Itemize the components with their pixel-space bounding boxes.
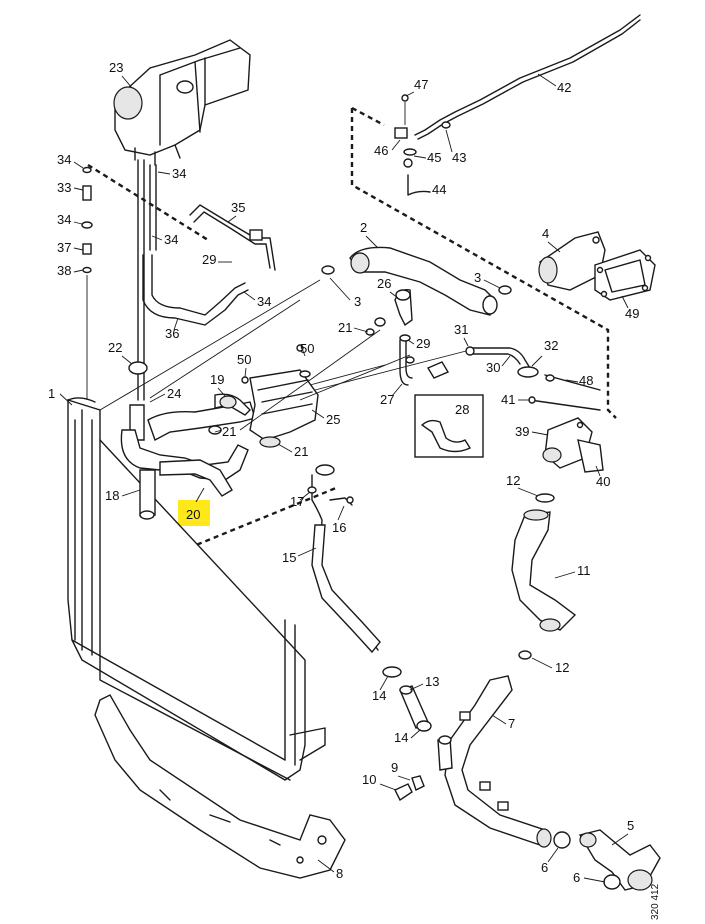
label-21-right: 21 xyxy=(338,320,352,335)
label-8: 8 xyxy=(336,866,343,881)
label-1: 1 xyxy=(48,386,55,401)
label-20: 20 xyxy=(186,507,200,522)
label-43: 43 xyxy=(452,150,466,165)
label-13: 13 xyxy=(425,674,439,689)
central-hoses xyxy=(120,344,319,520)
label-34-c: 34 xyxy=(172,166,186,181)
label-34-b: 34 xyxy=(57,212,71,227)
label-47: 47 xyxy=(414,77,428,92)
outlet-housing xyxy=(542,417,604,473)
label-42: 42 xyxy=(557,80,571,95)
label-50-left: 50 xyxy=(237,352,251,367)
highlight-box-20 xyxy=(178,500,210,526)
label-4: 4 xyxy=(542,226,549,241)
pipe-7 xyxy=(437,675,552,848)
label-3-right: 3 xyxy=(474,270,481,285)
fastener-column xyxy=(81,166,93,400)
label-9: 9 xyxy=(391,760,398,775)
label-21-mid: 21 xyxy=(294,444,308,459)
label-23: 23 xyxy=(109,60,123,75)
label-24: 24 xyxy=(167,386,181,401)
hose-11 xyxy=(511,493,577,660)
label-27: 27 xyxy=(380,392,394,407)
label-10: 10 xyxy=(362,772,376,787)
label-7: 7 xyxy=(508,716,515,731)
label-6-b: 6 xyxy=(573,870,580,885)
label-26: 26 xyxy=(377,276,391,291)
label-12-bottom: 12 xyxy=(555,660,569,675)
label-41: 41 xyxy=(501,392,515,407)
expansion-tank xyxy=(113,39,251,166)
label-19: 19 xyxy=(210,372,224,387)
plugs xyxy=(394,775,425,802)
label-40: 40 xyxy=(596,474,610,489)
hose-15 xyxy=(307,464,432,732)
label-14-bottom: 14 xyxy=(394,730,408,745)
label-34-e: 34 xyxy=(257,294,271,309)
label-21-left: 21 xyxy=(222,424,236,439)
label-29-right: 29 xyxy=(416,336,430,351)
part-labels: 1 2 3 3 4 5 6 6 7 8 9 10 11 12 12 13 14 … xyxy=(48,60,661,920)
label-36: 36 xyxy=(165,326,179,341)
label-16: 16 xyxy=(332,520,346,535)
label-48: 48 xyxy=(579,373,593,388)
label-33: 33 xyxy=(57,180,71,195)
tank-hoses xyxy=(137,159,276,401)
label-3-left: 3 xyxy=(354,294,361,309)
label-35: 35 xyxy=(231,200,245,215)
label-32: 32 xyxy=(544,338,558,353)
label-38: 38 xyxy=(57,263,71,278)
label-34-d: 34 xyxy=(164,232,178,247)
label-2: 2 xyxy=(360,220,367,235)
reference-code: 320 412 xyxy=(650,883,661,920)
label-6-a: 6 xyxy=(541,860,548,875)
upper-hose xyxy=(321,246,512,316)
lower-bracket xyxy=(94,694,346,879)
label-22: 22 xyxy=(108,340,122,355)
label-5: 5 xyxy=(627,818,634,833)
label-30: 30 xyxy=(486,360,500,375)
label-18: 18 xyxy=(105,488,119,503)
label-44: 44 xyxy=(432,182,446,197)
label-31: 31 xyxy=(454,322,468,337)
small-pipes xyxy=(365,289,484,458)
label-29-left: 29 xyxy=(202,252,216,267)
label-14-top: 14 xyxy=(372,688,386,703)
label-34-a: 34 xyxy=(57,152,71,167)
label-15: 15 xyxy=(282,550,296,565)
label-12-top: 12 xyxy=(506,473,520,488)
sensor-wire xyxy=(394,14,641,196)
label-49: 49 xyxy=(625,306,639,321)
label-11: 11 xyxy=(577,563,591,578)
thermostat-housing xyxy=(538,231,656,301)
pipe-30-group xyxy=(465,346,601,411)
label-25: 25 xyxy=(326,412,340,427)
label-46: 46 xyxy=(374,143,388,158)
label-39: 39 xyxy=(515,424,529,439)
label-28: 28 xyxy=(455,402,469,417)
hose-5 xyxy=(553,829,661,891)
label-45: 45 xyxy=(427,150,441,165)
leader-lines xyxy=(99,279,471,431)
label-17: 17 xyxy=(290,494,304,509)
radiator xyxy=(67,397,326,781)
label-37: 37 xyxy=(57,240,71,255)
